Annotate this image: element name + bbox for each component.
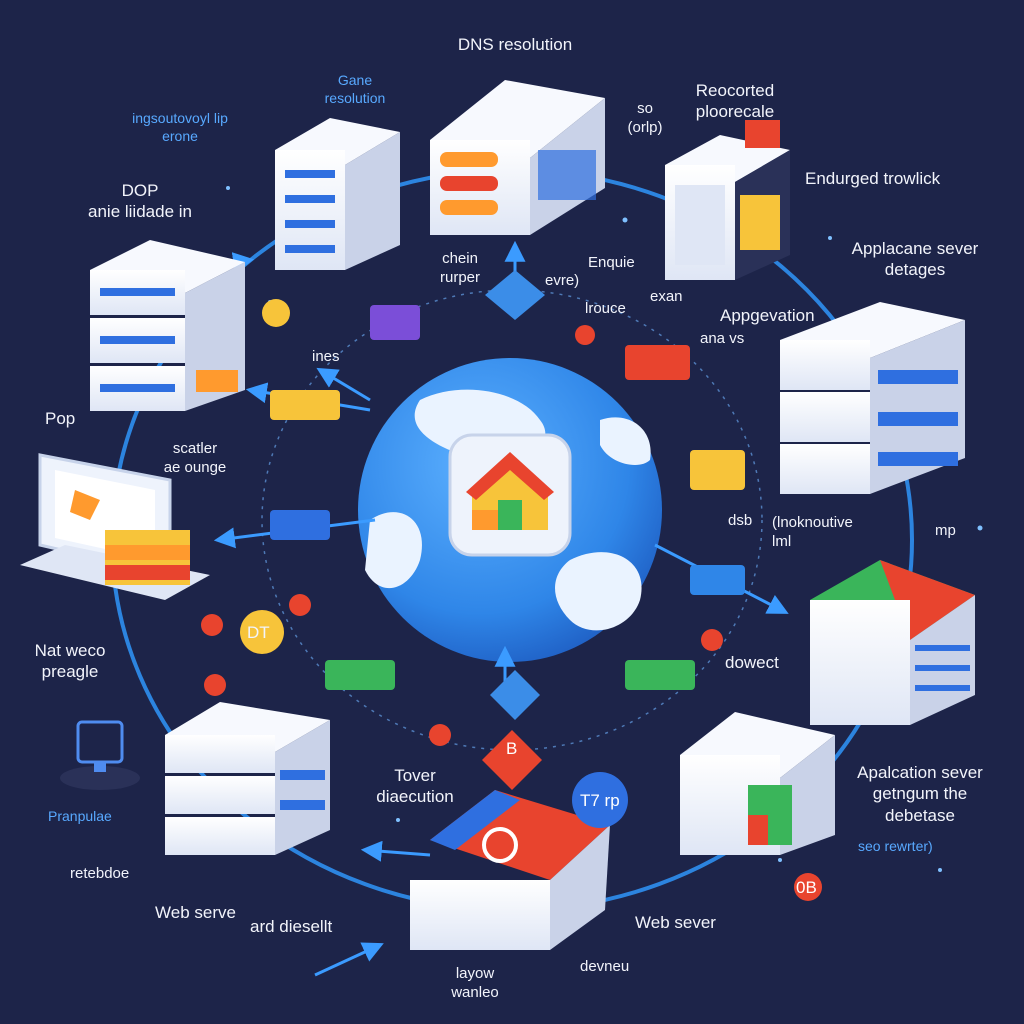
server-bottom-left [165,702,330,855]
server-right-stack [780,302,965,494]
server-bottom-center [410,790,610,950]
label-b: B [506,739,518,758]
label-ob: 0B [796,878,817,897]
label-scatler: scatler ae ounge [163,440,227,476]
label-ingsoutovoyl: ingsoutovoyl lip erone [132,110,228,144]
label-nat-weco: Nat weco preagle [34,641,106,682]
label-web-serve: Web serve [155,903,236,922]
label-dsb: dsb [728,512,753,529]
tile-icons [201,270,822,901]
server-right-chart [810,560,975,725]
label-evre: evre) [545,272,580,289]
label-devneu: devneu [580,958,630,975]
label-seo-rewriter: seo rewrter) [858,838,933,854]
label-endurged: Endurged trowlick [805,169,941,188]
label-appgevation: Appgevation [720,306,815,325]
label-enquie: Enquie [588,254,635,271]
laptop [20,453,210,600]
label-t7rp: T7 rp [580,791,620,810]
label-applacane: Applacane sever detages [851,239,979,280]
label-dt: DT [247,623,270,642]
label-so-top: so (orlp) [627,100,663,136]
label-inlo: (lnoknoutive lml [772,514,853,550]
label-ines: ines [312,348,340,365]
server-top-left [275,118,400,270]
label-layow: layow wanleo [451,965,499,1001]
label-exan: exan [650,288,683,305]
server-dns [430,80,605,235]
label-mp: mp [935,522,956,539]
label-dns-resolution: DNS resolution [457,35,573,54]
label-tover: Tover diaecution [376,766,454,807]
label-pop-left: Pop [45,409,76,428]
label-application-sever: Apalcation sever getngum the debetase [857,763,983,825]
inner-dashed-ring [261,289,763,751]
label-chein: chein rurper [439,250,480,286]
home-app-icon [448,433,572,557]
server-left-stack [90,240,245,411]
label-lrouce: lrouce [585,300,626,317]
label-pranpulae: Pranpulae [48,808,112,824]
monitor-icon [60,720,140,790]
label-ana-vs: ana vs [700,330,745,347]
label-dowect: dowect [725,653,779,672]
label-pop-top: DOP anie liidade in [88,181,192,222]
label-retebdoe: retebdoe [70,865,130,882]
server-top-right [665,120,790,280]
label-recorded: Reocorted ploorecale [695,81,775,122]
label-ard-dieselt: ard diesellt [250,917,333,936]
label-gane-resolution: Gane resolution [324,72,386,106]
server-bottom-right [680,712,835,855]
label-web-sever: Web sever [635,913,716,932]
